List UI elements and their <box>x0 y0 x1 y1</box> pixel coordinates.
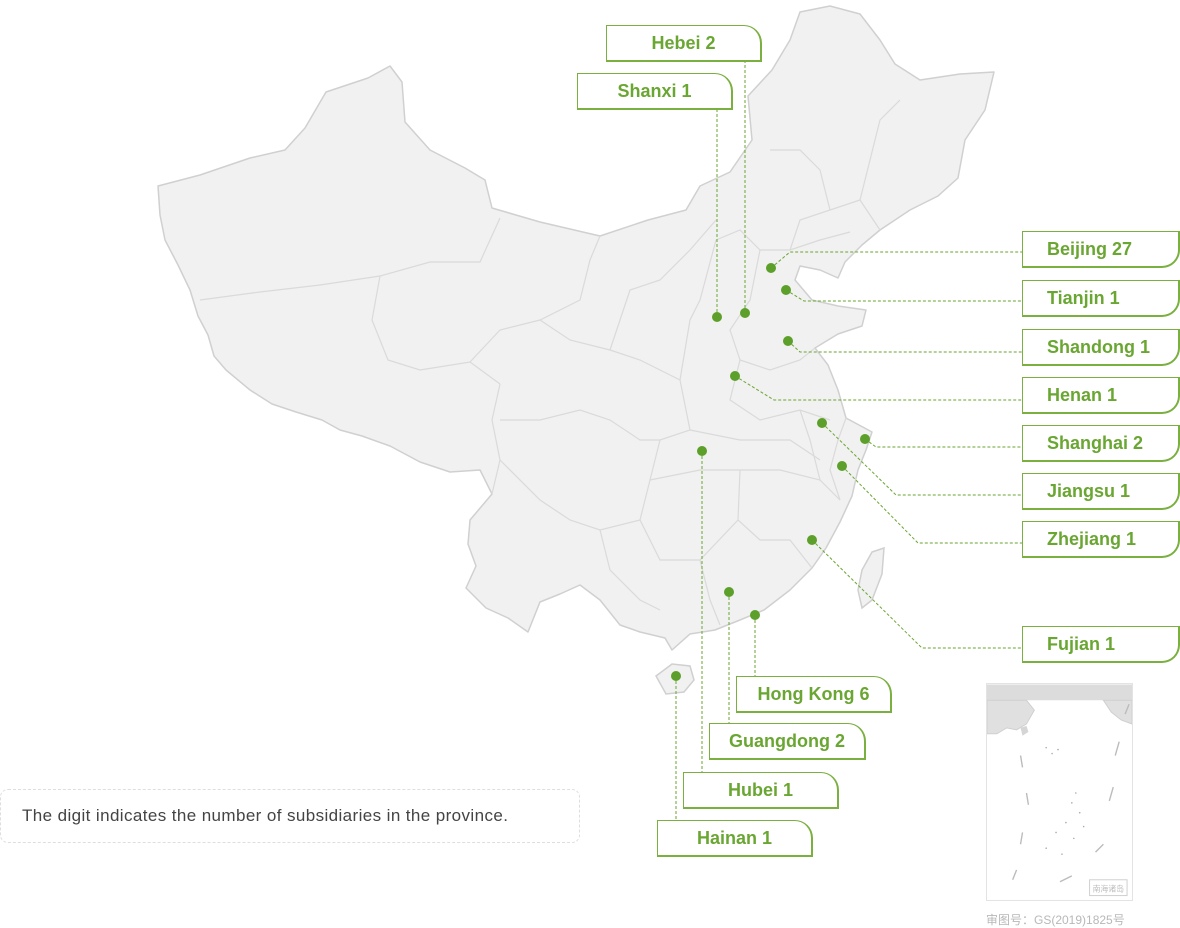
inset-map: 南海诸岛 <box>987 684 1132 897</box>
location-dot-jiangsu[interactable] <box>817 418 827 428</box>
location-dots <box>671 263 870 681</box>
label-guangdong[interactable]: Guangdong 2 <box>709 723 866 760</box>
label-hainan[interactable]: Hainan 1 <box>657 820 813 857</box>
label-zhejiang[interactable]: Zhejiang 1 <box>1022 521 1180 558</box>
location-dot-shanghai[interactable] <box>860 434 870 444</box>
label-fujian[interactable]: Fujian 1 <box>1022 626 1180 663</box>
location-dot-shandong[interactable] <box>783 336 793 346</box>
location-dot-shanxi[interactable] <box>712 312 722 322</box>
map-approval-number: 审图号：GS(2019)1825号 <box>986 913 1125 927</box>
province-borders <box>199 99 901 626</box>
leader-line-jiangsu <box>821 422 1022 496</box>
location-dot-hebei[interactable] <box>740 308 750 318</box>
inset-stamp: 南海诸岛 <box>1093 884 1125 894</box>
label-hubei[interactable]: Hubei 1 <box>683 772 839 809</box>
label-shandong[interactable]: Shandong 1 <box>1022 329 1180 366</box>
label-hongkong[interactable]: Hong Kong 6 <box>736 676 892 713</box>
location-dot-tianjin[interactable] <box>781 285 791 295</box>
china-mainland-shape <box>157 5 995 651</box>
label-hebei[interactable]: Hebei 2 <box>606 25 762 62</box>
leader-line-henan <box>734 375 1022 401</box>
location-dot-hainan[interactable] <box>671 671 681 681</box>
leader-line-zhejiang <box>841 465 1022 544</box>
location-dot-fujian[interactable] <box>807 535 817 545</box>
location-dot-beijing[interactable] <box>766 263 776 273</box>
label-henan[interactable]: Henan 1 <box>1022 377 1180 414</box>
location-dot-zhejiang[interactable] <box>837 461 847 471</box>
leader-lines <box>675 62 1022 820</box>
leader-line-shanghai <box>864 438 1022 448</box>
legend-text: The digit indicates the number of subsid… <box>22 806 509 825</box>
location-dot-hubei[interactable] <box>697 446 707 456</box>
location-dot-hongkong[interactable] <box>750 610 760 620</box>
label-shanxi[interactable]: Shanxi 1 <box>577 73 733 110</box>
label-tianjin[interactable]: Tianjin 1 <box>1022 280 1180 317</box>
leader-line-shandong <box>787 340 1022 353</box>
location-dot-guangdong[interactable] <box>724 587 734 597</box>
label-jiangsu[interactable]: Jiangsu 1 <box>1022 473 1180 510</box>
label-shanghai[interactable]: Shanghai 2 <box>1022 425 1180 462</box>
legend-box: The digit indicates the number of subsid… <box>0 789 580 843</box>
location-dot-henan[interactable] <box>730 371 740 381</box>
leader-line-tianjin <box>785 289 1022 302</box>
taiwan-island-shape <box>857 546 885 610</box>
label-beijing[interactable]: Beijing 27 <box>1022 231 1180 268</box>
south-china-sea-inset: 南海诸岛 <box>986 683 1133 901</box>
leader-line-fujian <box>811 539 1022 649</box>
